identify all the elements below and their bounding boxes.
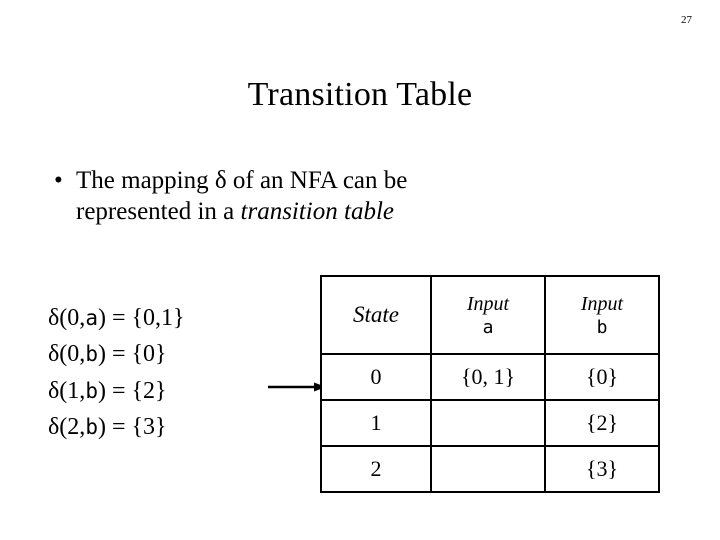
delta-definition-row: δ(1,b) = {2} — [48, 373, 185, 409]
bullet-line-2-prefix: represented in a — [76, 198, 241, 225]
delta-input-symbol: b — [85, 342, 98, 367]
column-header-input-a: Input a — [430, 275, 546, 355]
delta-input-symbol: a — [85, 306, 98, 330]
delta-rhs-set: {0} — [131, 341, 167, 368]
delta-input-symbol: b — [85, 415, 98, 440]
delta-definitions: δ(0,a) = {0,1} δ(0,b) = {0} δ(1,b) = {2}… — [48, 300, 185, 446]
page-title: Transition Table — [247, 76, 473, 113]
delta-definition-row: δ(2,b) = {3} — [48, 409, 185, 445]
cell-state: 2 — [320, 445, 432, 493]
bullet-paragraph: • The mapping δ of an NFA can be represen… — [54, 164, 674, 228]
cell-input-a: {0, 1} — [430, 353, 546, 401]
column-header-state: State — [320, 275, 432, 355]
delta-lhs-suffix: ) — [97, 305, 106, 331]
table-row: 1 {2} — [320, 399, 660, 447]
cell-state: 1 — [320, 399, 432, 447]
cell-input-b: {0} — [544, 353, 660, 401]
delta-lhs-prefix: δ(0, — [48, 305, 86, 331]
cell-input-b: {2} — [544, 399, 660, 447]
delta-lhs-prefix: δ(0, — [48, 341, 86, 368]
bullet-line-1: The mapping δ of an NFA can be — [76, 167, 408, 194]
bullet-marker: • — [54, 167, 63, 194]
column-header-symbol-a: a — [482, 316, 494, 338]
table-row: 2 {3} — [320, 445, 660, 493]
cell-state: 0 — [320, 353, 432, 401]
slide-number: 27 — [681, 14, 692, 26]
delta-lhs-prefix: δ(2, — [48, 414, 86, 441]
cell-input-b: {3} — [544, 445, 660, 493]
delta-lhs-prefix: δ(1, — [48, 377, 86, 404]
delta-definition-row: δ(0,a) = {0,1} — [48, 300, 185, 336]
transition-table: State Input a Input b 0 {0, 1} {0} 1 {2}… — [320, 275, 660, 493]
delta-equals: = — [111, 341, 126, 368]
delta-lhs-suffix: ) — [97, 341, 106, 368]
delta-equals: = — [111, 305, 126, 331]
column-header-input-b: Input b — [544, 275, 660, 355]
delta-lhs-suffix: ) — [97, 377, 106, 404]
table-row: 0 {0, 1} {0} — [320, 353, 660, 401]
bullet-line-2-italic: transition table — [240, 198, 394, 225]
bullet-line-2: represented in a transition table — [54, 195, 674, 228]
delta-input-symbol: b — [85, 378, 98, 403]
column-header-symbol-b: b — [596, 316, 608, 338]
delta-definition-row: δ(0,b) = {0} — [48, 336, 185, 372]
delta-rhs-set: {0,1} — [131, 305, 185, 331]
cell-input-a — [430, 399, 546, 447]
delta-equals: = — [111, 377, 126, 404]
delta-rhs-set: {3} — [131, 414, 167, 441]
right-arrow-icon — [268, 382, 326, 392]
delta-rhs-set: {2} — [131, 377, 167, 404]
table-header-row: State Input a Input b — [320, 275, 660, 355]
delta-lhs-suffix: ) — [97, 414, 106, 441]
cell-input-a — [430, 445, 546, 493]
delta-equals: = — [111, 414, 126, 441]
